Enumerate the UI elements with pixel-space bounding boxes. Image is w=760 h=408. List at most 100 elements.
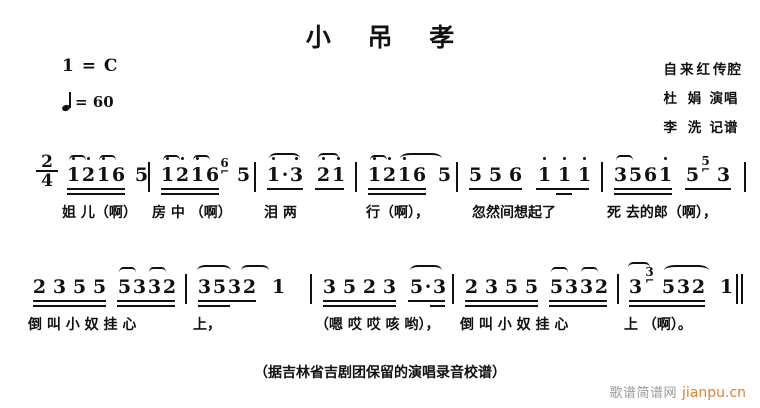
tempo-marking: = 60: [61, 92, 118, 113]
key-signature: 1 = C: [62, 56, 119, 76]
note: 5: [236, 164, 251, 186]
beam: [33, 300, 106, 302]
beam: [368, 193, 426, 195]
slur: [318, 153, 339, 164]
note: 2: [594, 276, 609, 298]
beam: [469, 188, 522, 190]
slur: [69, 155, 86, 166]
beam: [198, 300, 256, 302]
note: 1: [190, 157, 205, 186]
note: 2: [162, 276, 177, 298]
note: 5: [524, 276, 539, 298]
beam: [549, 305, 607, 307]
slur: [163, 155, 180, 166]
note: 2: [175, 157, 190, 186]
slur: [149, 267, 166, 278]
note: 1: [367, 157, 382, 186]
note: 5: [504, 276, 519, 298]
note: 3: [579, 276, 594, 298]
note: 2: [81, 157, 96, 186]
grace-note-pitch: 3: [645, 265, 654, 279]
note: 3: [197, 276, 212, 298]
note: 5: [117, 276, 132, 298]
note: 5: [409, 276, 424, 298]
credit-name-1: 自来红: [663, 62, 713, 78]
tempo-value: = 60: [75, 92, 114, 111]
note: 1: [160, 157, 175, 186]
beam: [549, 300, 607, 302]
note: 2: [316, 157, 331, 186]
key-tempo-block: 1 = C = 60: [61, 56, 119, 113]
page-title: 小 吊 孝: [305, 23, 469, 52]
note: 6: [643, 164, 658, 186]
credit-role-3: 记谱: [709, 120, 739, 136]
note: 5: [134, 164, 149, 186]
credit-row-3: 李 洗记谱: [664, 116, 743, 136]
note: 1: [577, 157, 592, 186]
beam: [465, 300, 538, 302]
barline: [254, 162, 256, 192]
beam: [33, 305, 106, 307]
slur: [628, 262, 650, 273]
watermark: 歌谱简谱网 jianpu.cn: [609, 382, 746, 401]
note: 1: [331, 157, 346, 186]
lyric-syllable: 倒 叫 小 奴 挂 心: [460, 317, 569, 333]
time-signature-numerator: 2: [41, 152, 53, 172]
grace-note: 3 ⌐: [645, 265, 654, 286]
lyric-syllable: 上 （啊）。: [624, 317, 692, 333]
slur: [197, 265, 231, 276]
note: 2: [242, 276, 257, 298]
watermark-site-url: jianpu.cn: [681, 385, 746, 401]
grace-note-tail: ⌐: [220, 165, 230, 178]
note: 1: [397, 157, 412, 186]
time-signature-denominator: 4: [36, 170, 58, 190]
note: 1: [719, 276, 734, 298]
note: 5: [468, 164, 483, 186]
note: 3: [52, 276, 67, 298]
beam: [67, 188, 125, 190]
beam: [408, 300, 445, 302]
lyric-syllable: 忽然间想起了: [472, 205, 556, 221]
note: 5: [437, 164, 452, 186]
note: 3: [322, 276, 337, 298]
beam: [614, 193, 672, 195]
note: 3: [147, 276, 162, 298]
credits-block: 自来红传腔 杜 娟演唱 李 洗记谱: [664, 58, 743, 145]
note: 1: [266, 157, 281, 186]
beam: [536, 188, 589, 190]
note: 3: [382, 276, 397, 298]
slur: [99, 155, 116, 166]
slur: [269, 153, 300, 164]
grace-note-pitch: 6: [220, 156, 229, 170]
lyric-syllable: （嗯 哎 哎 咳 哟），: [315, 317, 440, 333]
lyric-syllable: 行（啊），: [366, 205, 429, 221]
grace-note: 5 ⌐: [701, 154, 710, 175]
note: 2: [32, 276, 47, 298]
beam: [161, 188, 219, 190]
grace-note-pitch: 5: [701, 154, 710, 168]
beam: [614, 188, 672, 190]
note: 6: [412, 164, 427, 186]
beam: [323, 300, 396, 302]
beam: [161, 193, 219, 195]
beam: [315, 188, 344, 190]
beam: [685, 188, 731, 190]
note: 5: [549, 276, 564, 298]
note: 5: [212, 276, 227, 298]
note: 1: [66, 157, 81, 186]
note: 2: [382, 157, 397, 186]
lyric-syllable: 倒 叫 小 奴 挂 心: [28, 317, 137, 333]
note: 1: [557, 157, 572, 186]
beam: [556, 193, 572, 195]
lyric-syllable: 房 中 （啊）: [152, 205, 232, 221]
